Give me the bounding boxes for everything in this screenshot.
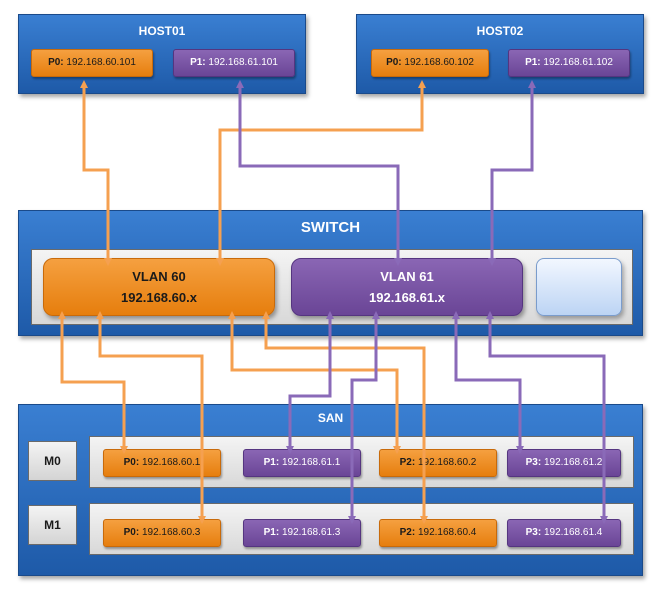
port-prefix: P3: bbox=[525, 527, 542, 538]
host02-title: HOST02 bbox=[476, 24, 524, 38]
host02-p1-port: P1: 192.168.61.102 bbox=[508, 49, 630, 77]
host01-p0-port: P0: 192.168.60.101 bbox=[31, 49, 153, 77]
san-box: SAN M0 M1 P0: 192.168.60.1 P1: 192.168.6… bbox=[18, 404, 643, 576]
port-ip: 192.168.61.102 bbox=[543, 57, 613, 68]
host02-box: HOST02 P0: 192.168.60.102 P1: 192.168.61… bbox=[356, 14, 644, 94]
m1-p1-port: P1: 192.168.61.3 bbox=[243, 519, 361, 547]
port-prefix: P2: bbox=[399, 457, 416, 468]
vlan61-name: VLAN 61 bbox=[380, 269, 434, 284]
port-ip: 192.168.61.2 bbox=[543, 457, 603, 468]
port-prefix: P1: bbox=[263, 457, 280, 468]
port-ip: 192.168.60.1 bbox=[141, 457, 201, 468]
port-ip: 192.168.60.3 bbox=[141, 527, 201, 538]
vlan60-name: VLAN 60 bbox=[132, 269, 186, 284]
host01-title: HOST01 bbox=[138, 24, 186, 38]
port-prefix: P1: bbox=[263, 527, 280, 538]
m0-label: M0 bbox=[28, 441, 77, 481]
vlan61-subnet: 192.168.61.x bbox=[369, 290, 445, 305]
port-prefix: P0: bbox=[123, 527, 140, 538]
port-prefix: P2: bbox=[399, 527, 416, 538]
m0-p2-port: P2: 192.168.60.2 bbox=[379, 449, 497, 477]
m1-p0-port: P0: 192.168.60.3 bbox=[103, 519, 221, 547]
port-prefix: P1: bbox=[525, 57, 541, 68]
san-title: SAN bbox=[317, 411, 344, 425]
switch-title: SWITCH bbox=[300, 219, 361, 236]
port-ip: 192.168.60.2 bbox=[417, 457, 477, 468]
port-prefix: P3: bbox=[525, 457, 542, 468]
port-ip: 192.168.61.3 bbox=[281, 527, 341, 538]
port-ip: 192.168.61.1 bbox=[281, 457, 341, 468]
m0-p3-port: P3: 192.168.61.2 bbox=[507, 449, 621, 477]
port-ip: 192.168.60.4 bbox=[417, 527, 477, 538]
m0-p1-port: P1: 192.168.61.1 bbox=[243, 449, 361, 477]
port-ip: 192.168.61.4 bbox=[543, 527, 603, 538]
host01-p1-port: P1: 192.168.61.101 bbox=[173, 49, 295, 77]
port-prefix: P0: bbox=[48, 57, 64, 68]
host01-box: HOST01 P0: 192.168.60.101 P1: 192.168.61… bbox=[18, 14, 306, 94]
empty-vlan-slot bbox=[536, 258, 622, 316]
port-ip: 192.168.60.101 bbox=[66, 57, 136, 68]
port-prefix: P0: bbox=[123, 457, 140, 468]
vlan60-subnet: 192.168.60.x bbox=[121, 290, 197, 305]
port-prefix: P1: bbox=[190, 57, 206, 68]
port-ip: 192.168.60.102 bbox=[404, 57, 474, 68]
vlan61-block: VLAN 61 192.168.61.x bbox=[291, 258, 523, 316]
m1-p2-port: P2: 192.168.60.4 bbox=[379, 519, 497, 547]
switch-box: SWITCH VLAN 60 192.168.60.x VLAN 61 192.… bbox=[18, 210, 643, 336]
host02-p0-port: P0: 192.168.60.102 bbox=[371, 49, 489, 77]
m1-p3-port: P3: 192.168.61.4 bbox=[507, 519, 621, 547]
port-prefix: P0: bbox=[386, 57, 402, 68]
port-ip: 192.168.61.101 bbox=[208, 57, 278, 68]
m1-label: M1 bbox=[28, 505, 77, 545]
m0-p0-port: P0: 192.168.60.1 bbox=[103, 449, 221, 477]
vlan60-block: VLAN 60 192.168.60.x bbox=[43, 258, 275, 316]
